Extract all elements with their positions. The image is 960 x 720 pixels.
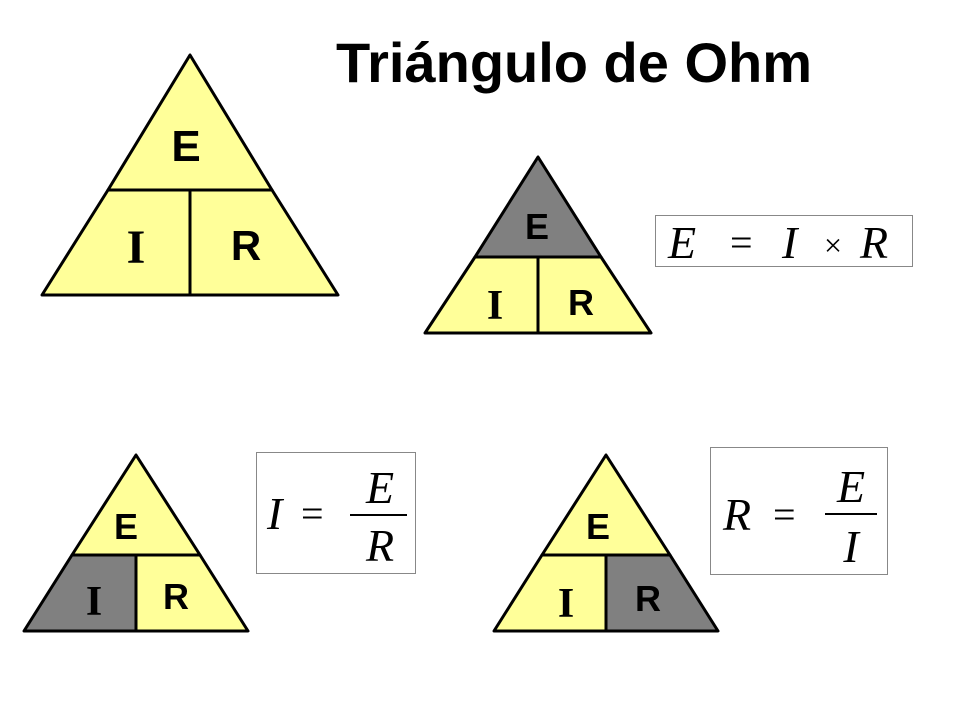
formula-i-box: I = E R — [256, 452, 416, 574]
formula-lhs: I — [266, 488, 285, 539]
label-r: R — [163, 576, 189, 617]
ohm-triangle-e: E I R — [423, 155, 653, 335]
formula-denominator: I — [842, 521, 861, 572]
triangle-section-left — [423, 255, 540, 335]
label-e: E — [525, 206, 549, 247]
formula-times: × — [824, 227, 842, 263]
formula-equals: = — [773, 492, 796, 537]
formula-equals: = — [730, 220, 753, 265]
triangle-section-right — [188, 188, 340, 297]
label-i: I — [487, 283, 503, 329]
label-i: I — [127, 221, 146, 274]
label-i: I — [86, 579, 102, 625]
formula-lhs: R — [722, 489, 751, 540]
formula-numerator: E — [365, 462, 394, 513]
triangle-section-right — [134, 553, 250, 633]
formula-numerator: E — [836, 461, 865, 512]
ohm-triangle-main: E I R — [40, 53, 340, 297]
formula-lhs: E — [667, 217, 696, 268]
label-r: R — [568, 282, 594, 323]
formula-equals: = — [301, 491, 324, 536]
formula-operand-b: R — [859, 217, 888, 268]
formula-e-box: E = I × R — [655, 215, 913, 268]
formula-operand-a: I — [781, 217, 800, 268]
label-e: E — [586, 506, 610, 547]
label-r: R — [635, 578, 661, 619]
page-title: Triángulo de Ohm — [336, 31, 813, 94]
label-i: I — [558, 581, 574, 627]
triangle-section-left — [22, 553, 138, 633]
triangle-section-right — [536, 255, 653, 335]
ohm-triangle-i: E I R — [22, 453, 250, 633]
formula-denominator: R — [365, 520, 394, 571]
triangle-section-right — [604, 553, 720, 633]
triangle-section-left — [492, 553, 608, 633]
label-r: R — [231, 222, 261, 269]
triangle-section-left — [40, 188, 192, 297]
ohm-triangle-r: E I R — [492, 453, 720, 633]
formula-r-box: R = E I — [710, 447, 888, 575]
label-e: E — [171, 122, 200, 171]
label-e: E — [114, 506, 138, 547]
